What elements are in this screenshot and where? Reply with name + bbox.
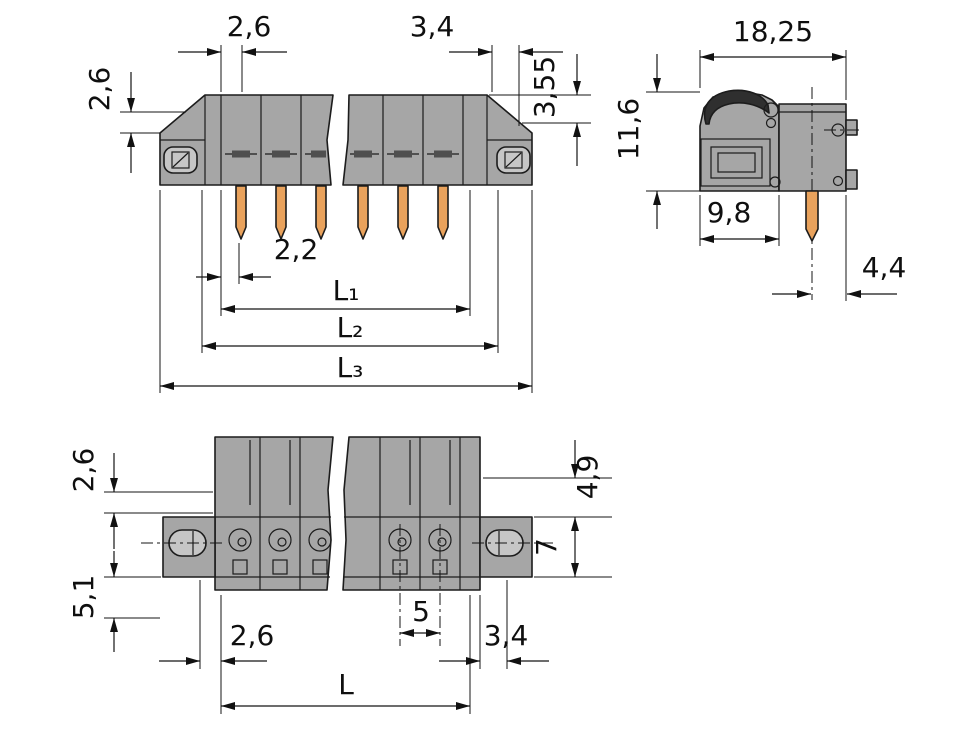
dim-label-total-length: L [338,668,354,701]
dim-label-bottom-left: 2,6 [230,619,275,652]
dim-label-pole-pitch: 5 [412,595,430,628]
dim-label-pin-offset: 2,2 [274,233,319,266]
dim-label-bottom-right: 3,4 [484,619,529,652]
end-view-details [700,111,846,187]
dim-label-left-height: 2,6 [83,67,116,112]
extension-lines [120,45,591,393]
cam-opening [308,528,332,552]
latch-lever [703,89,770,125]
front-view-details [192,437,500,590]
end-view-body [699,91,858,192]
cam-opening [268,528,292,552]
dimension-lines [653,53,897,298]
dim-label-lower-left: 5,1 [67,575,100,620]
end-view-dimensions: 18,25 11,6 9,8 4,4 [612,15,906,301]
front-view: 2,6 5,1 4,9 7 2,6 5 3,4 L [67,436,612,714]
dim-label-right-height: 3,55 [528,56,561,118]
front-view-dimensions: 2,6 5,1 4,9 7 2,6 5 3,4 L [67,440,612,714]
pivot-circle [832,175,844,187]
dim-label-face-to-pin: 9,8 [707,196,752,229]
solder-pin [805,190,819,242]
dim-label-upper-right: 4,9 [571,455,604,500]
end-tab-top [845,119,858,136]
solder-pin [357,185,369,240]
dim-label-top-pitch: 2,6 [227,10,272,43]
end-view-centerlines [811,87,862,300]
solder-pin [235,185,247,240]
dim-label-flange-height: 7 [530,538,563,556]
dim-label-top-end: 3,4 [410,10,455,43]
pivot-circle [769,176,781,188]
dim-label-height: 11,6 [612,98,645,160]
solder-pin [275,185,287,240]
solder-pin [315,185,327,240]
dim-label-upper-left: 2,6 [67,448,100,493]
contact-slot [394,150,412,158]
side-view-body [159,94,533,186]
dim-label-l2: L₂ [337,311,364,344]
dimension-lines [110,440,579,710]
cam-pin [317,537,327,547]
front-view-centerlines [141,524,553,646]
side-view-dimensions: 2,6 3,4 2,6 3,55 2,2 L₁ L₂ L₃ [83,10,591,393]
contact-slots [232,150,452,158]
cam-pin [437,537,447,547]
contact-slot [232,150,250,158]
dimension-lines [127,48,581,390]
contact-slot [311,150,326,158]
dim-label-l1: L₁ [333,274,360,307]
end-view: 18,25 11,6 9,8 4,4 [612,15,906,301]
side-view: 2,6 3,4 2,6 3,55 2,2 L₁ L₂ L₃ [83,10,591,393]
end-tab-bottom [845,169,858,190]
dim-label-l3: L₃ [337,351,364,384]
front-right-section [342,436,481,591]
cam-pin [397,537,407,547]
pivot-circle [763,102,779,118]
front-view-body [162,436,533,591]
solder-pin [437,185,449,240]
contact-slot [434,150,452,158]
solder-pins [235,185,449,240]
cam-pin [237,537,247,547]
contact-slot [354,150,372,158]
end-view-pin [805,190,819,242]
cam-pin [277,537,287,547]
dim-label-pin-to-edge: 4,4 [862,251,907,284]
end-view-pivots [763,102,845,188]
cam-opening [228,528,252,552]
solder-pin [397,185,409,240]
pivot-circle [765,117,777,129]
contact-slot [272,150,290,158]
dim-label-width: 18,25 [733,15,813,48]
